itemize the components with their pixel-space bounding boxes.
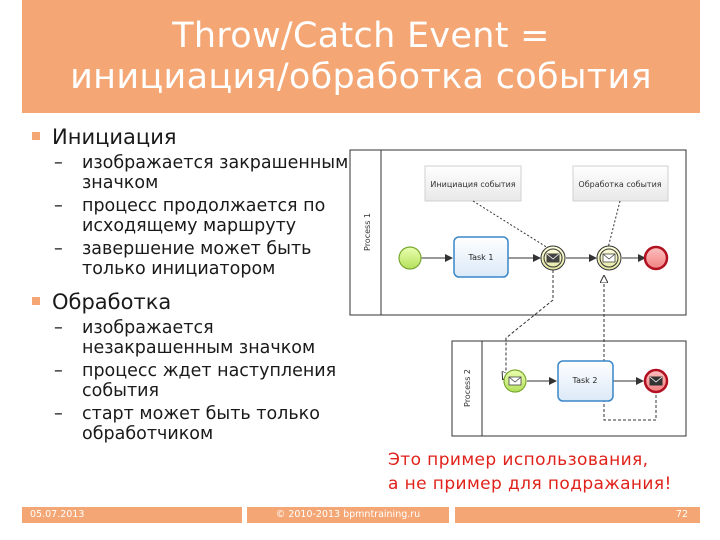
pool-2-label: Process 2 [463, 369, 472, 407]
task-1 [453, 236, 509, 278]
sub-item: – изображается закрашенным значком [24, 153, 354, 193]
slide-title-line-1: Throw/Catch Event = [172, 16, 550, 56]
task-2-label: Task 2 [572, 376, 598, 385]
message-flow [503, 270, 554, 379]
sub-dash: – [54, 153, 63, 173]
annotation-initiation [424, 165, 522, 202]
pool-1-label: Process 1 [363, 213, 372, 251]
annotation-handling-text: Обработка события [578, 180, 661, 189]
bullet-marker [32, 297, 40, 305]
sub-item: – старт может быть только обработчиком [24, 404, 354, 444]
annotation-initiation-text: Инициация события [430, 180, 515, 189]
usage-note-line-1: Это пример использования, [388, 450, 649, 470]
bullet-handling: Обработка [24, 289, 354, 315]
association-line [472, 200, 549, 249]
sub-item-text: процесс ждет наступления события [82, 361, 337, 401]
sub-item-text: изображается закрашенным значком [82, 153, 349, 193]
sub-item: – изображается незакрашенным значком [24, 318, 354, 358]
sub-item-text: изображается незакрашенным значком [82, 318, 316, 358]
footer-page-number: 72 [455, 507, 700, 523]
envelope-filled-icon [546, 253, 560, 263]
end-event [643, 245, 669, 271]
catch-message-event-inner [599, 248, 619, 268]
sub-item-text: процесс продолжается по исходящему маршр… [82, 196, 326, 236]
envelope-filled-icon [649, 376, 663, 386]
sub-item: – процесс ждет наступления события [24, 361, 354, 401]
envelope-outline-icon [508, 376, 522, 386]
message-flow [604, 276, 657, 421]
footer-copyright: © 2010-2013 bpmntraining.ru [247, 507, 449, 523]
slide-title-line-2: инициация/обработка события [70, 57, 652, 97]
sub-dash: – [54, 196, 63, 216]
envelope-outline-icon [602, 253, 616, 263]
sub-dash: – [54, 318, 63, 338]
start-event [398, 246, 422, 270]
usage-note-line-2: а не пример для подражания! [388, 474, 672, 494]
association-line [607, 200, 621, 249]
sub-dash: – [54, 361, 63, 381]
bullet-handling-label: Обработка [52, 290, 172, 314]
sub-item-text: завершение может быть только инициатором [82, 239, 312, 279]
task-1-label: Task 1 [468, 253, 494, 262]
sub-item-text: старт может быть только обработчиком [82, 404, 320, 444]
task-2 [557, 360, 614, 402]
slide-content: Инициация – изображается закрашенным зна… [24, 124, 354, 444]
bullet-initiation: Инициация [24, 124, 354, 150]
footer-date: 05.07.2013 [22, 507, 242, 523]
sub-dash: – [54, 404, 63, 424]
bullet-initiation-label: Инициация [52, 125, 177, 149]
bullet-marker [32, 132, 40, 140]
throw-message-event-inner [543, 248, 563, 268]
annotation-handling [572, 165, 669, 202]
usage-note: Это пример использования, а не пример дл… [388, 448, 672, 496]
sub-dash: – [54, 239, 63, 259]
sub-item: – процесс продолжается по исходящему мар… [24, 196, 354, 236]
sub-item: – завершение может быть только инициатор… [24, 239, 354, 279]
slide-title-bar: Throw/Catch Event = инициация/обработка … [22, 0, 700, 113]
